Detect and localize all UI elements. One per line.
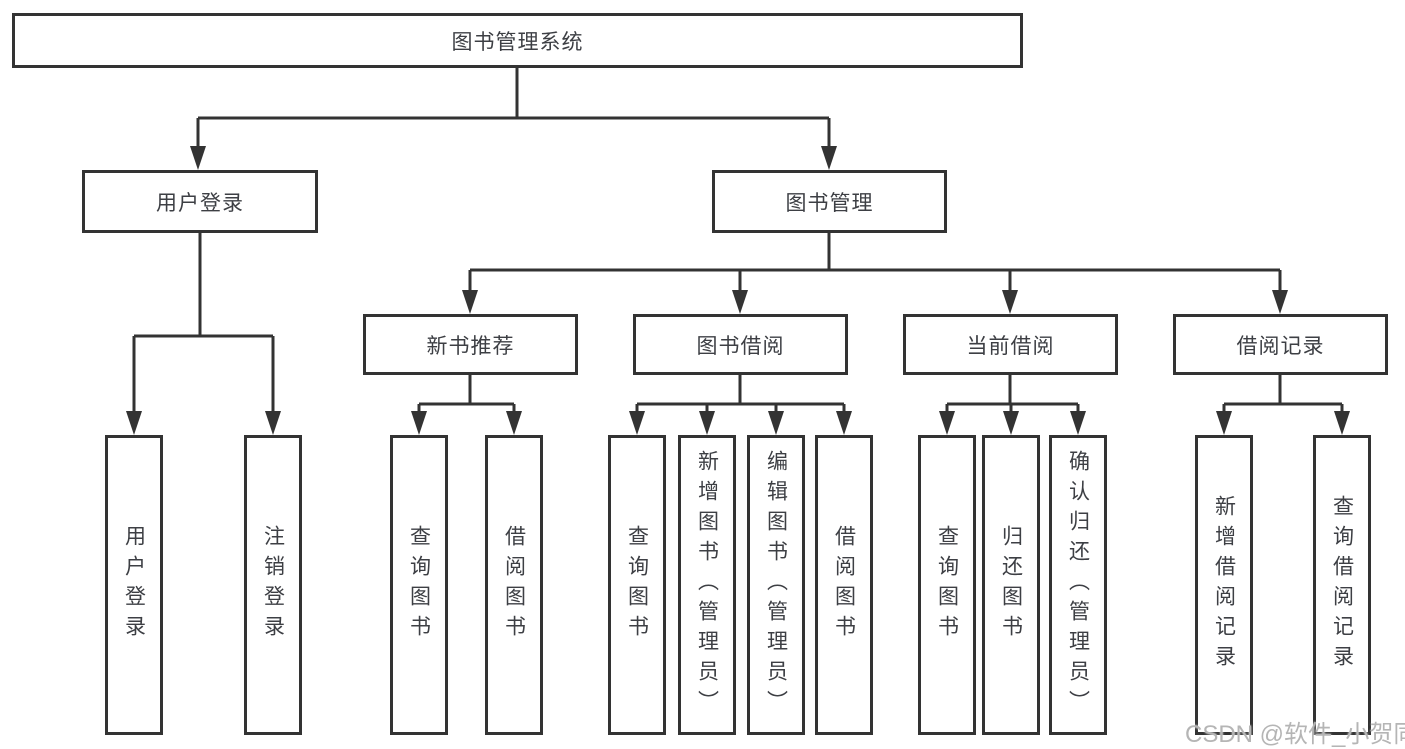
node-label: 查询图书 xyxy=(935,525,959,645)
node-label: 归还图书 xyxy=(999,525,1023,645)
node-user-login: 用户登录 xyxy=(82,170,318,233)
node-label: 新增图书（管理员） xyxy=(695,450,719,720)
node-label: 图书借阅 xyxy=(696,334,785,358)
node-label: 注销登录 xyxy=(261,525,285,645)
leaf-add-book-admin: 新增图书（管理员） xyxy=(678,435,736,735)
node-label: 确认归还（管理员） xyxy=(1066,450,1090,720)
node-label: 查询借阅记录 xyxy=(1330,495,1354,675)
csdn-watermark: CSDN @软件_小贺同学 xyxy=(1185,721,1405,748)
leaf-query-books-current: 查询图书 xyxy=(918,435,976,735)
node-label: 图书管理 xyxy=(785,191,874,215)
leaf-query-borrow-record: 查询借阅记录 xyxy=(1313,435,1371,735)
leaf-user-login: 用户登录 xyxy=(105,435,163,735)
node-label: 借阅图书 xyxy=(502,525,526,645)
node-label: 用户登录 xyxy=(122,525,146,645)
node-label: 查询图书 xyxy=(625,525,649,645)
node-book-borrowing: 图书借阅 xyxy=(633,314,848,375)
node-current-borrowing: 当前借阅 xyxy=(903,314,1118,375)
node-label: 新增借阅记录 xyxy=(1212,495,1236,675)
leaf-borrow-books-recommend: 借阅图书 xyxy=(485,435,543,735)
leaf-add-borrow-record: 新增借阅记录 xyxy=(1195,435,1253,735)
node-label: 借阅记录 xyxy=(1236,334,1325,358)
leaf-confirm-return-admin: 确认归还（管理员） xyxy=(1049,435,1107,735)
leaf-return-books: 归还图书 xyxy=(982,435,1040,735)
leaf-logout: 注销登录 xyxy=(244,435,302,735)
node-new-book-recommend: 新书推荐 xyxy=(363,314,578,375)
node-borrow-records: 借阅记录 xyxy=(1173,314,1388,375)
arrowheads xyxy=(126,146,1350,435)
node-label: 图书管理系统 xyxy=(451,30,584,54)
node-label: 用户登录 xyxy=(156,191,244,215)
leaf-query-books-borrow: 查询图书 xyxy=(608,435,666,735)
node-label: 查询图书 xyxy=(407,525,431,645)
node-label: 借阅图书 xyxy=(832,525,856,645)
leaf-query-books-recommend: 查询图书 xyxy=(390,435,448,735)
leaf-edit-book-admin: 编辑图书（管理员） xyxy=(747,435,805,735)
leaf-borrow-books: 借阅图书 xyxy=(815,435,873,735)
node-label: 编辑图书（管理员） xyxy=(764,450,788,720)
node-system-root: 图书管理系统 xyxy=(12,13,1023,68)
node-label: 新书推荐 xyxy=(426,334,515,358)
node-label: 当前借阅 xyxy=(966,334,1055,358)
node-book-management: 图书管理 xyxy=(712,170,947,233)
